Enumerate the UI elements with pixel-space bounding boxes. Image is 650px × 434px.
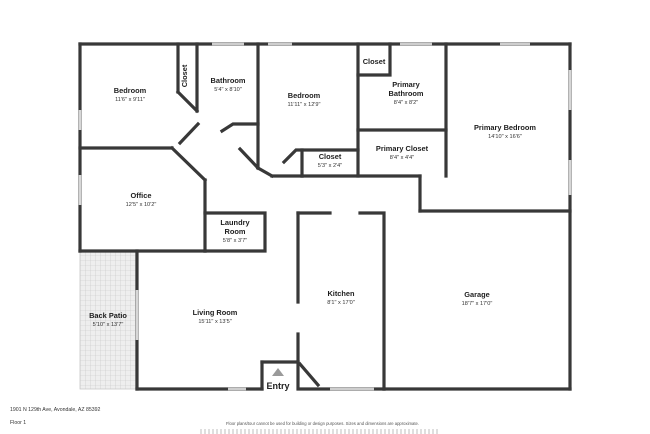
closet-hall-dims: 5'3" x 2'4"	[318, 163, 342, 169]
walls	[78, 42, 572, 391]
back-patio-area	[79, 250, 138, 390]
laundry-name-line2: Room	[225, 227, 246, 236]
primary-closet-dims: 8'4" x 4'4"	[390, 155, 414, 161]
living-room-dims: 15'11" x 13'5"	[198, 319, 231, 325]
primary-bedroom-name: Primary Bedroom	[474, 123, 536, 132]
bedroom-left-dims: 11'6" x 9'11"	[115, 97, 145, 103]
entry-label: Entry	[266, 381, 289, 391]
bathroom-name: Bathroom	[211, 76, 246, 85]
laundry-dims: 5'8" x 3'7"	[223, 238, 247, 244]
office-name: Office	[131, 191, 152, 200]
closet-hall-name: Closet	[319, 152, 342, 161]
disclaimer: Floor plans/tour cannot be used for buil…	[226, 421, 419, 426]
kitchen-dims: 8'1" x 17'0"	[327, 300, 355, 306]
entry-arrow-icon	[272, 368, 284, 376]
primary-bathroom-name-line2: Bathroom	[389, 89, 424, 98]
bedroom-middle-dims: 11'11" x 12'9"	[288, 102, 321, 108]
bathroom-dims: 5'4" x 8'10"	[214, 87, 242, 93]
floor-label: Floor 1	[10, 420, 27, 426]
watermark-strip	[200, 429, 440, 434]
bedroom-left-name: Bedroom	[114, 86, 147, 95]
garage-name: Garage	[464, 290, 489, 299]
primary-bathroom-dims: 8'4" x 8'2"	[394, 100, 418, 106]
kitchen-name: Kitchen	[327, 289, 355, 298]
living-room-name: Living Room	[193, 308, 238, 317]
bedroom-middle-name: Bedroom	[288, 91, 321, 100]
closet-top-name: Closet	[363, 57, 386, 66]
primary-bedroom-dims: 14'10" x 16'6"	[488, 134, 522, 140]
garage-dims: 18'7" x 17'0"	[462, 301, 493, 307]
laundry-name-line1: Laundry	[220, 218, 250, 227]
address: 1901 N 129th Ave, Avondale, AZ 85392	[10, 407, 101, 413]
closet-left-name: Closet	[180, 64, 189, 87]
back-patio-name: Back Patio	[89, 311, 127, 320]
office-dims: 12'5" x 10'2"	[126, 202, 157, 208]
back-patio-dims: 5'10" x 13'7"	[93, 322, 124, 328]
primary-closet-name: Primary Closet	[376, 144, 429, 153]
primary-bathroom-name-line1: Primary	[392, 80, 420, 89]
windows	[79, 43, 571, 390]
